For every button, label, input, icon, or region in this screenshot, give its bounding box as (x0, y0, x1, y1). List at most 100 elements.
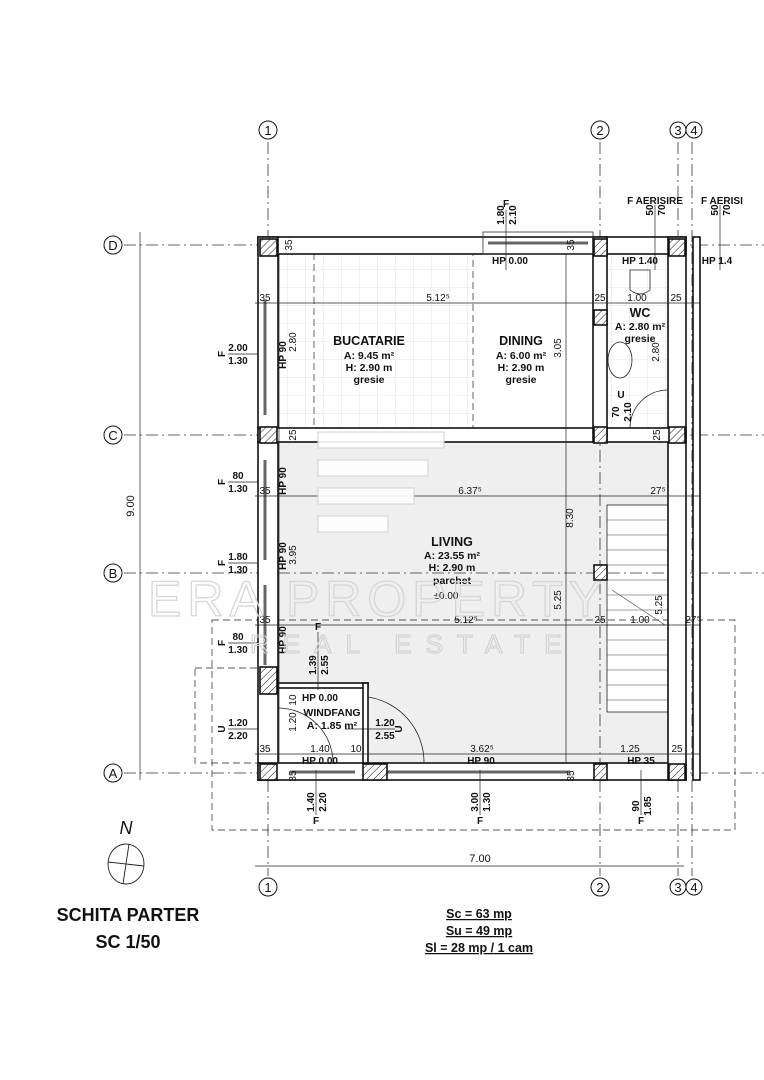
svg-text:2.20: 2.20 (228, 731, 248, 742)
svg-text:3.05: 3.05 (553, 338, 564, 358)
svg-text:70: 70 (611, 406, 622, 418)
north-arrow: N (107, 818, 145, 885)
svg-text:2: 2 (596, 123, 603, 138)
watermark: ERA PROPERTY REAL ESTATE (147, 431, 603, 660)
svg-text:A: 1.85 m²: A: 1.85 m² (307, 720, 358, 732)
svg-text:35: 35 (259, 615, 271, 626)
svg-text:F: F (315, 622, 321, 633)
svg-text:1.80: 1.80 (228, 552, 248, 563)
svg-text:F: F (217, 560, 228, 566)
kitchen-floor (278, 254, 473, 428)
svg-text:H: 2.90 m: H: 2.90 m (498, 362, 545, 374)
sill-height-labels: HP 0.00 HP 1.40 HP 1.4 HP 90 HP 90 HP 90… (278, 256, 733, 767)
svg-text:2.80: 2.80 (288, 332, 299, 352)
grid-bubbles: 1 2 3 4 1 2 3 4 A B C D (103, 120, 703, 897)
room-living: LIVING A: 23.55 m² H: 2.90 m parchet ±0.… (424, 535, 481, 602)
svg-text:7.00: 7.00 (469, 853, 490, 865)
door-swing-entrance (367, 696, 425, 764)
svg-text:2.10: 2.10 (623, 402, 634, 422)
svg-text:1.20: 1.20 (228, 718, 248, 729)
svg-text:1.40: 1.40 (306, 792, 317, 812)
svg-text:HP 90: HP 90 (278, 341, 289, 369)
svg-text:35: 35 (259, 486, 271, 497)
svg-text:25: 25 (594, 615, 606, 626)
opening-left-2: F 80 1.30 (217, 471, 258, 495)
svg-text:U: U (394, 725, 405, 732)
svg-text:A: 23.55 m²: A: 23.55 m² (424, 550, 481, 562)
svg-text:2.55: 2.55 (320, 655, 331, 675)
svg-text:2.80: 2.80 (651, 342, 662, 362)
svg-text:5.25: 5.25 (553, 590, 564, 610)
svg-text:1.30: 1.30 (228, 565, 248, 576)
svg-text:35: 35 (288, 770, 299, 782)
svg-text:5.25: 5.25 (654, 595, 665, 615)
svg-text:5.12⁵: 5.12⁵ (426, 293, 450, 304)
svg-text:35: 35 (566, 239, 577, 251)
svg-text:A: 6.00 m²: A: 6.00 m² (496, 350, 547, 362)
svg-text:10: 10 (350, 744, 362, 755)
svg-text:HP 1.40: HP 1.40 (622, 256, 658, 267)
svg-text:A: 9.45 m²: A: 9.45 m² (344, 350, 395, 362)
svg-text:U: U (217, 725, 228, 732)
svg-text:Su = 49 mp: Su = 49 mp (446, 924, 513, 938)
svg-text:1.20: 1.20 (288, 712, 299, 732)
svg-text:WC: WC (630, 306, 651, 320)
svg-text:2.10: 2.10 (508, 205, 519, 225)
svg-text:N: N (120, 818, 134, 838)
svg-text:gresie: gresie (506, 374, 537, 386)
svg-text:90: 90 (631, 800, 642, 812)
room-dining: DINING A: 6.00 m² H: 2.90 m gresie (496, 334, 547, 386)
svg-text:HP 0.00: HP 0.00 (302, 756, 338, 767)
svg-text:HP 35: HP 35 (627, 756, 655, 767)
svg-text:F AERISI: F AERISI (701, 196, 743, 207)
svg-text:25: 25 (671, 744, 683, 755)
svg-text:F: F (477, 816, 483, 827)
svg-text:HP 0.00: HP 0.00 (302, 693, 338, 704)
svg-text:2.20: 2.20 (318, 792, 329, 812)
svg-text:35: 35 (259, 293, 271, 304)
opening-labels: F 1.80 2.10 F AERISIRE 50 70 F AERISI 50… (217, 196, 743, 827)
svg-text:1.80: 1.80 (496, 205, 507, 225)
washbasin (607, 341, 633, 379)
svg-text:SC 1/50: SC 1/50 (95, 932, 160, 952)
svg-text:F: F (217, 640, 228, 646)
area-summary: Sc = 63 mp Su = 49 mp Sl = 28 mp / 1 cam (425, 907, 533, 955)
svg-text:1.30: 1.30 (482, 792, 493, 812)
svg-text:1.40: 1.40 (310, 744, 330, 755)
svg-text:4: 4 (690, 123, 697, 138)
svg-text:80: 80 (232, 632, 244, 643)
svg-text:1.30: 1.30 (228, 356, 248, 367)
svg-text:9.00: 9.00 (125, 495, 137, 516)
svg-text:A: A (109, 766, 118, 781)
svg-text:1.00: 1.00 (627, 293, 647, 304)
svg-text:parchet: parchet (433, 575, 471, 587)
svg-text:27⁵: 27⁵ (650, 486, 665, 497)
svg-text:1.30: 1.30 (228, 484, 248, 495)
svg-text:Sl = 28 mp / 1 cam: Sl = 28 mp / 1 cam (425, 941, 533, 955)
svg-text:Sc = 63 mp: Sc = 63 mp (446, 907, 512, 921)
columns (259, 238, 686, 781)
svg-text:4: 4 (690, 880, 697, 895)
porch-outline (194, 667, 259, 764)
svg-text:35: 35 (284, 239, 295, 251)
svg-text:U: U (617, 390, 624, 401)
windfang-floor (278, 683, 368, 763)
svg-text:70: 70 (722, 204, 733, 216)
dimension-labels: 35 35 5.12⁵ 35 25 1.00 25 2.80 3.05 2.80… (125, 239, 701, 865)
svg-text:6.37⁵: 6.37⁵ (458, 486, 482, 497)
svg-text:5.12⁵: 5.12⁵ (454, 615, 478, 626)
door-swing-windfang (277, 707, 334, 764)
svg-text:25: 25 (594, 293, 606, 304)
svg-text:50: 50 (645, 204, 656, 216)
svg-text:3.00: 3.00 (470, 792, 481, 812)
upper-floor-outline (211, 619, 736, 831)
svg-text:gresie: gresie (354, 374, 385, 386)
svg-text:10: 10 (288, 694, 299, 706)
svg-text:25: 25 (288, 429, 299, 441)
drawing-title: SCHITA PARTER SC 1/50 (57, 905, 200, 952)
room-wc: WC A: 2.80 m² gresie (615, 306, 666, 345)
svg-text:F: F (217, 351, 228, 357)
svg-text:HP 90: HP 90 (467, 756, 495, 767)
svg-text:2.00: 2.00 (228, 343, 248, 354)
svg-text:3: 3 (674, 123, 681, 138)
